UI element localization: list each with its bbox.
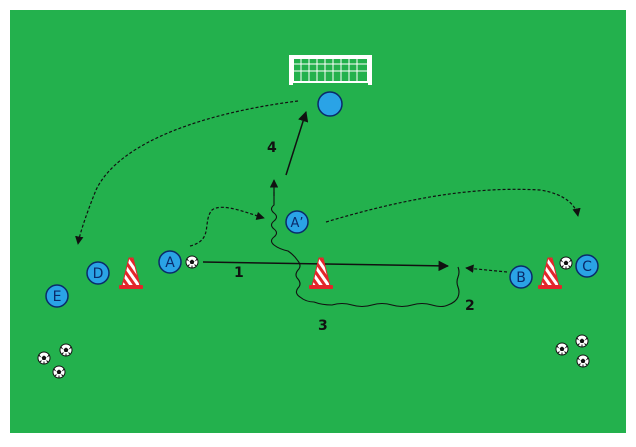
ball-icon [186,256,198,268]
player-a-prime: A’ [286,211,308,233]
player-e: E [46,285,68,307]
ball-icon [60,344,72,356]
ball-icon [577,355,589,367]
player-b: B [510,266,532,288]
player-d: D [87,262,109,284]
svg-text:E: E [53,289,62,305]
svg-text:C: C [582,259,592,275]
step-label-4: 4 [267,140,277,156]
ball-icon [38,352,50,364]
step-label-3: 3 [318,318,328,334]
goalkeeper [318,92,342,116]
svg-text:A: A [165,255,175,271]
player-a: A [159,251,181,273]
ball-icon [576,335,588,347]
svg-text:D: D [93,266,104,282]
goal-icon [289,55,372,85]
ball-icon [556,343,568,355]
step-label-1: 1 [234,265,244,281]
ball-icon [53,366,65,378]
ball-icon [560,257,572,269]
svg-text:A’: A’ [290,216,303,231]
svg-text:B: B [516,270,526,286]
player-c: C [576,255,598,277]
step-label-2: 2 [465,298,475,314]
